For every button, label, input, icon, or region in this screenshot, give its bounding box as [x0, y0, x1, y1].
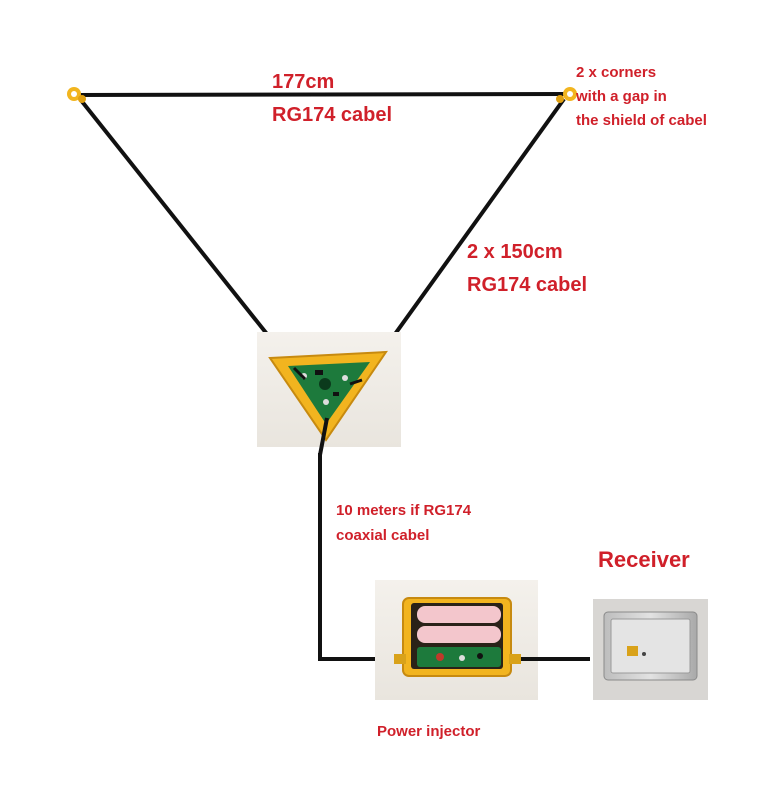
side-length-label: 2 x 150cm — [467, 240, 563, 265]
top-length-label: 177cm — [272, 70, 334, 95]
left-cable — [80, 99, 294, 368]
feed-note-line2: coaxial cabel — [336, 527, 429, 546]
feed-note-line1: 10 meters if RG174 — [336, 502, 471, 521]
receiver-label: Receiver — [598, 546, 690, 574]
corner-note-line2: with a gap in — [576, 88, 667, 107]
amplifier-photo — [257, 332, 401, 447]
top-cable-label: RG174 cabel — [272, 103, 392, 128]
power-injector-photo — [375, 580, 538, 700]
power-injector-label: Power injector — [377, 723, 480, 742]
corner-note-line3: the shield of cabel — [576, 112, 707, 131]
corner-note-line1: 2 x corners — [576, 64, 656, 83]
side-cable-label: RG174 cabel — [467, 273, 587, 298]
receiver-photo — [593, 599, 708, 700]
